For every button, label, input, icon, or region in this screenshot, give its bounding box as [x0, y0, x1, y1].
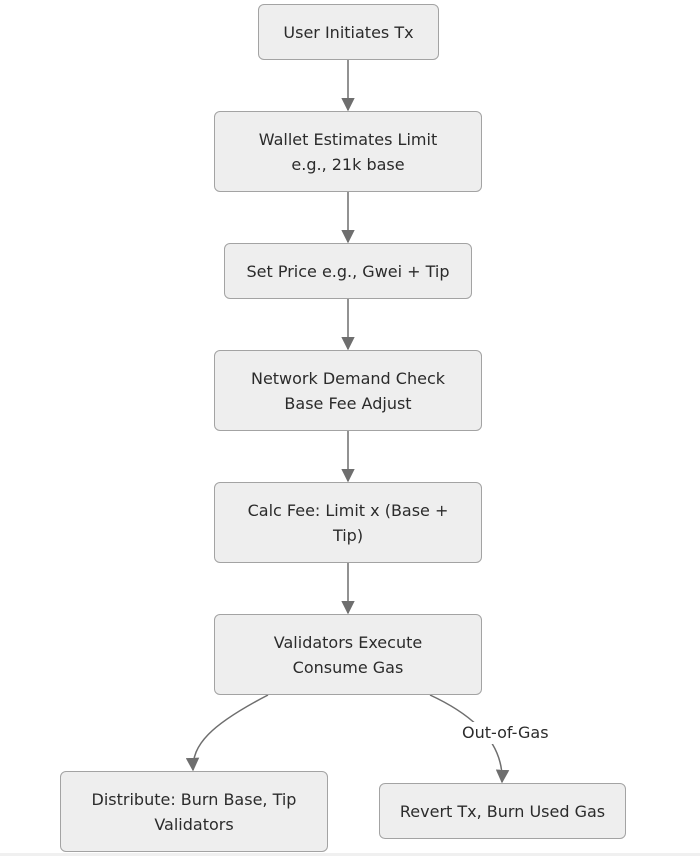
node-revert-tx: Revert Tx, Burn Used Gas: [379, 783, 626, 839]
node-label-line-1: Network Demand Check: [250, 368, 446, 388]
node-label-line-1: Calc Fee: Limit x (Base +: [247, 500, 449, 520]
node-label-line-1: Wallet Estimates Limit: [258, 129, 438, 149]
node-label-line-1: Validators Execute: [273, 632, 423, 652]
node-label-line-1: Distribute: Burn Base, Tip: [91, 789, 297, 809]
node-label-line-2: Tip): [332, 525, 364, 545]
node-user-initiates-tx: User Initiates Tx: [258, 4, 439, 60]
node-label-line-2: Validators: [154, 814, 234, 834]
node-wallet-estimates-limit: Wallet Estimates Limit e.g., 21k base: [214, 111, 482, 192]
node-distribute: Distribute: Burn Base, Tip Validators: [60, 771, 328, 852]
edge-label-out-of-gas: Out-of-Gas: [458, 722, 553, 744]
node-label-line-1: Revert Tx, Burn Used Gas: [399, 801, 606, 821]
node-label-line-1: Set Price e.g., Gwei + Tip: [246, 261, 450, 281]
node-label-line-1: User Initiates Tx: [283, 22, 414, 42]
node-validators-execute: Validators Execute Consume Gas: [214, 614, 482, 695]
edge-validators-to-distribute: [185, 694, 269, 772]
node-network-demand-check: Network Demand Check Base Fee Adjust: [214, 350, 482, 431]
node-label-line-2: e.g., 21k base: [291, 154, 405, 174]
node-label-line-2: Base Fee Adjust: [284, 393, 412, 413]
node-calc-fee: Calc Fee: Limit x (Base + Tip): [214, 482, 482, 563]
node-label-line-2: Consume Gas: [292, 657, 404, 677]
bottom-divider: [0, 853, 700, 856]
node-set-price: Set Price e.g., Gwei + Tip: [224, 243, 472, 299]
